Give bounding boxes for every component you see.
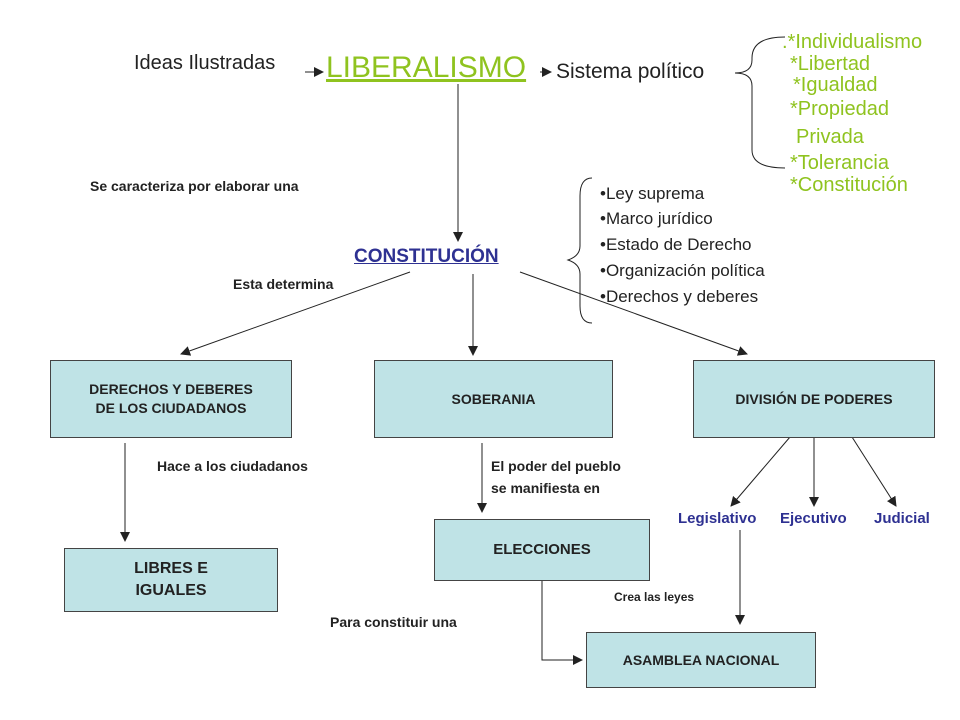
value-individualismo: .*Individualismo bbox=[782, 31, 923, 53]
box-division-poderes: DIVISIÓN DE PODERES bbox=[693, 360, 935, 438]
ideas-ilustradas-label: Ideas Ilustradas bbox=[134, 52, 276, 74]
box-libres-line2: IGUALES bbox=[135, 582, 207, 599]
hace-ciudadanos-label: Hace a los ciudadanos bbox=[157, 458, 308, 474]
poder-pueblo-label-line2: se manifiesta en bbox=[491, 480, 600, 496]
box-asamblea-nacional: ASAMBLEA NACIONAL bbox=[586, 632, 816, 688]
sistema-politico-label: Sistema político bbox=[556, 60, 705, 83]
box-elecciones: ELECCIONES bbox=[434, 519, 650, 581]
poder-pueblo-label-line1: El poder del pueblo bbox=[491, 458, 621, 474]
bullet-estado-derecho: •Estado de Derecho bbox=[600, 235, 752, 254]
crea-leyes-label: Crea las leyes bbox=[614, 590, 695, 604]
box-derechos-line2: DE LOS CIUDADANOS bbox=[95, 400, 247, 416]
brace-values bbox=[734, 36, 786, 169]
value-tolerancia: *Tolerancia bbox=[790, 152, 889, 174]
box-derechos-deberes: DERECHOS Y DEBERES DE LOS CIUDADANOS bbox=[50, 360, 292, 438]
box-derechos-line1: DERECHOS Y DEBERES bbox=[89, 381, 253, 398]
bullet-derechos-deberes: •Derechos y deberes bbox=[600, 287, 759, 306]
value-propiedad: *Propiedad bbox=[790, 98, 889, 120]
caracteriza-label: Se caracteriza por elaborar una bbox=[90, 178, 299, 194]
power-judicial: Judicial bbox=[874, 510, 930, 527]
box-libres-iguales: LIBRES E IGUALES bbox=[64, 548, 278, 612]
liberalismo-title: LIBERALISMO bbox=[326, 51, 527, 84]
box-soberania: SOBERANIA bbox=[374, 360, 613, 438]
brace-bullets bbox=[566, 177, 593, 324]
arrow-constitucion-division bbox=[519, 271, 748, 356]
power-legislativo: Legislativo bbox=[678, 510, 757, 527]
value-libertad: *Libertad bbox=[790, 53, 871, 75]
bullet-organizacion-politica: •Organización política bbox=[600, 261, 765, 280]
bullet-marco-juridico: •Marco jurídico bbox=[600, 209, 713, 228]
arrow-division-judicial bbox=[851, 436, 897, 507]
arrow-division-legislativo bbox=[730, 436, 791, 507]
bullet-ley-suprema: •Ley suprema bbox=[600, 184, 705, 203]
arrow-constitucion-derechos bbox=[180, 271, 411, 356]
para-constituir-label: Para constituir una bbox=[330, 614, 457, 630]
box-libres-line1: LIBRES E bbox=[134, 560, 208, 578]
value-igualdad: *Igualdad bbox=[793, 74, 878, 96]
arrow-elecciones-asamblea bbox=[541, 580, 583, 665]
value-privada: Privada bbox=[796, 126, 864, 148]
power-ejecutivo: Ejecutivo bbox=[780, 510, 847, 527]
value-constitucion: *Constitución bbox=[790, 174, 908, 196]
esta-determina-label: Esta determina bbox=[233, 276, 334, 292]
constitucion-title: CONSTITUCIÓN bbox=[354, 246, 499, 267]
